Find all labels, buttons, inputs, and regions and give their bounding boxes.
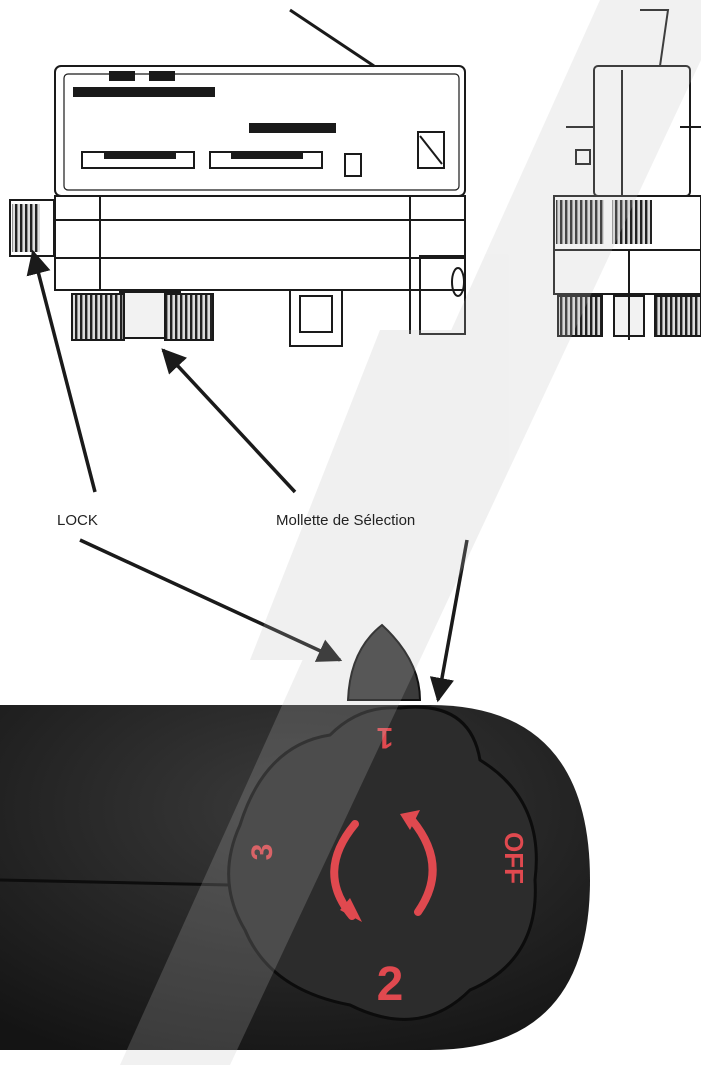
lock-tab (346, 623, 422, 701)
lock-arrow-up (26, 249, 97, 493)
dial-position-off: OFF (499, 832, 529, 884)
dial-position-2: 2 (377, 958, 404, 1011)
selection-arrow-up (161, 348, 297, 494)
dial-position-1: 1 (377, 721, 394, 754)
rotate-right-icon (408, 816, 437, 916)
selector-knob (227, 705, 538, 1021)
dial-photo: 1 OFF 2 3 (0, 623, 590, 1050)
callout-arrows (26, 249, 469, 703)
adapter-front-view (553, 9, 701, 340)
adapter-side-view (9, 8, 466, 347)
selection-wheel-label: Mollette de Sélection (276, 512, 416, 529)
dial-position-3: 3 (246, 844, 279, 861)
lock-label: LOCK (57, 512, 98, 529)
lock-arrow-down (79, 538, 343, 662)
selection-arrow-down (429, 539, 469, 703)
